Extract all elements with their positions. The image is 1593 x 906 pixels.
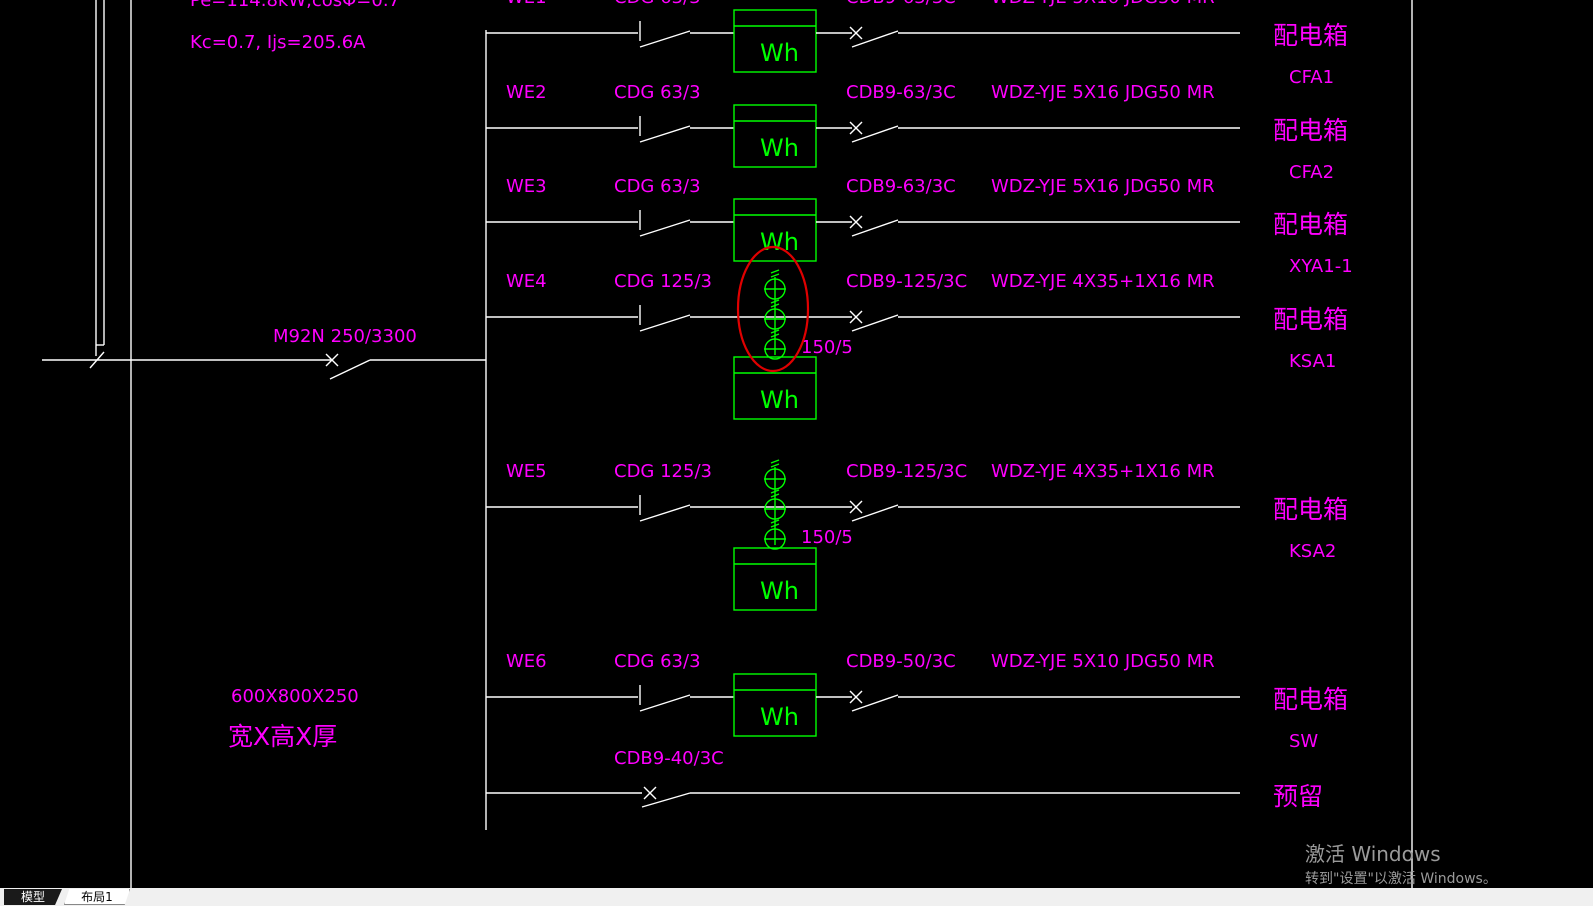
- circuit-row[interactable]: 150/5Wh WE4 CDG 125/3 CDB9-125/3C WDZ-YJE 4X…: [486, 269, 1348, 420]
- box-label: 配电箱: [1273, 305, 1348, 334]
- circuit-row[interactable]: 150/5Wh WE5 CDG 125/3 CDB9-125/3C WDZ-YJE 4X…: [486, 459, 1348, 611]
- kwh-meter: Wh: [733, 673, 817, 737]
- breaker-label: CDG 63/3: [614, 82, 701, 103]
- kwh-meter: Wh: [733, 9, 817, 73]
- cabinet-size-text: 600X800X250: [231, 686, 359, 707]
- cable-label: WDZ-YJE 4X35+1X16 MR: [991, 271, 1215, 292]
- tab-layout1[interactable]: 布局1: [64, 889, 130, 905]
- kwh-meter: Wh: [733, 104, 817, 168]
- box-label: 配电箱: [1273, 21, 1348, 50]
- meter-label: Wh: [760, 228, 799, 256]
- meter-label: Wh: [760, 134, 799, 162]
- box-label: 配电箱: [1273, 116, 1348, 145]
- spare-breaker-label: CDB9-40/3C: [614, 748, 724, 769]
- circuit-id: WE1: [506, 0, 547, 8]
- circuit-id: WE6: [506, 651, 547, 672]
- ct-ratio-label: 150/5: [801, 527, 853, 548]
- watermark-title: 激活 Windows: [1305, 842, 1441, 866]
- rcd-label: CDB9-50/3C: [846, 651, 956, 672]
- circuit-row[interactable]: Wh WE1 CDG 63/3 CDB9-63/3C WDZ-YJE 5X16 JDG5…: [486, 0, 1348, 88]
- kwh-meter: Wh: [733, 198, 817, 262]
- breaker-label: CDG 63/3: [614, 0, 701, 8]
- cabinet-size-caption: 宽X高X厚: [228, 722, 337, 751]
- meter-label: Wh: [760, 703, 799, 731]
- circuit-row[interactable]: Wh WE6 CDG 63/3 CDB9-50/3C WDZ-YJE 5X10 JDG5…: [486, 651, 1348, 752]
- breaker-label: CDG 63/3: [614, 176, 701, 197]
- meter-label: Wh: [760, 386, 799, 414]
- cable-label: WDZ-YJE 5X10 JDG50 MR: [991, 651, 1215, 672]
- kwh-meter: Wh: [733, 547, 817, 611]
- header-power-text: Pe=114.8kW,cosΦ=0.7: [190, 0, 400, 11]
- box-label: 配电箱: [1273, 685, 1348, 714]
- rcd-label: CDB9-63/3C: [846, 82, 956, 103]
- rcd-label: CDB9-125/3C: [846, 461, 967, 482]
- highlight-annotation-circle: [736, 245, 810, 373]
- box-label: 配电箱: [1273, 495, 1348, 524]
- cable-label: WDZ-YJE 4X35+1X16 MR: [991, 461, 1215, 482]
- destination-label: KSA1: [1289, 351, 1336, 372]
- cable-label: WDZ-YJE 5X16 JDG50 MR: [991, 82, 1215, 103]
- circuit-row[interactable]: Wh WE2 CDG 63/3 CDB9-63/3C WDZ-YJE 5X16 JDG5…: [486, 82, 1348, 183]
- breaker-label: CDG 125/3: [614, 271, 712, 292]
- spare-label: 预留: [1273, 782, 1323, 811]
- main-breaker-symbol: [325, 353, 371, 380]
- cable-label: WDZ-YJE 5X16 JDG50 MR: [991, 0, 1215, 8]
- meter-label: Wh: [760, 39, 799, 67]
- spare-circuit: CDB9-40/3C 预留: [486, 748, 1323, 811]
- circuit-id: WE3: [506, 176, 547, 197]
- destination-label: CFA2: [1289, 162, 1334, 183]
- layout-tab-bar: 模型 布局1: [0, 888, 1593, 906]
- destination-label: XYA1-1: [1289, 256, 1353, 277]
- box-label: 配电箱: [1273, 210, 1348, 239]
- circuit-id: WE5: [506, 461, 547, 482]
- rcd-label: CDB9-125/3C: [846, 271, 967, 292]
- watermark-subtitle: 转到"设置"以激活 Windows。: [1305, 870, 1497, 887]
- circuit-id: WE4: [506, 271, 547, 292]
- rcd-label: CDB9-63/3C: [846, 0, 956, 8]
- destination-label: SW: [1289, 731, 1318, 752]
- current-transformer-symbol: 150/5: [764, 459, 853, 550]
- tab-model[interactable]: 模型: [4, 889, 62, 905]
- rcd-label: CDB9-63/3C: [846, 176, 956, 197]
- breaker-label: CDG 63/3: [614, 651, 701, 672]
- header-current-text: Kc=0.7, Ijs=205.6A: [190, 32, 366, 53]
- kwh-meter: Wh: [733, 356, 817, 420]
- current-transformer-symbol: 150/5: [764, 269, 853, 360]
- ct-ratio-label: 150/5: [801, 337, 853, 358]
- circuit-id: WE2: [506, 82, 547, 103]
- cable-label: WDZ-YJE 5X16 JDG50 MR: [991, 176, 1215, 197]
- breaker-label: CDG 125/3: [614, 461, 712, 482]
- meter-label: Wh: [760, 577, 799, 605]
- destination-label: KSA2: [1289, 541, 1336, 562]
- main-breaker-label: M92N 250/3300: [273, 326, 417, 347]
- circuit-row[interactable]: Wh WE3 CDG 63/3 CDB9-63/3C WDZ-YJE 5X16 JDG5…: [486, 176, 1353, 277]
- destination-label: CFA1: [1289, 67, 1334, 88]
